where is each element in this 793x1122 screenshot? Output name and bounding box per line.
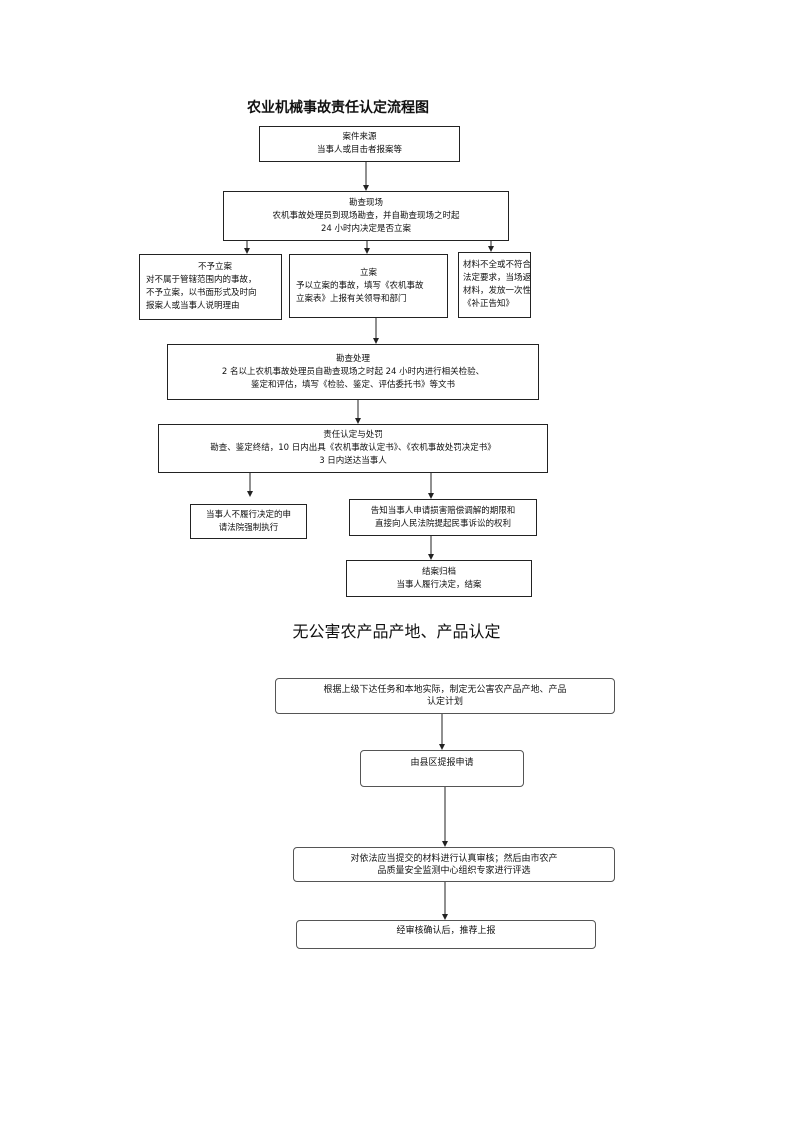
incomplete-materials-text-3: 材料，发放一次性 — [463, 286, 531, 296]
file-case-text-1: 予以立案的事故，填写《农机事故 — [296, 280, 424, 291]
recommend-report-box: 经审核确认后，推荐上报 — [296, 920, 596, 949]
court-enforcement-text-1: 当事人不履行决定的申 — [205, 509, 291, 520]
site-inspection-heading: 勘查现场 — [348, 197, 383, 208]
file-case-heading: 立案 — [360, 267, 378, 278]
investigation-heading: 勘查处理 — [335, 353, 370, 364]
case-source-box: 案件来源 当事人或目击者报案等 — [259, 126, 460, 162]
file-case-text-2: 立案表》上报有关领导和部门 — [296, 293, 407, 304]
notify-rights-box: 告知当事人申请损害赔偿调解的期限和 直接向人民法院提起民事诉讼的权利 — [349, 499, 537, 536]
material-review-text-2: 品质量安全监测中心组织专家进行评选 — [377, 865, 531, 876]
case-closure-text: 当事人履行决定，结案 — [396, 579, 482, 590]
incomplete-materials-box: 材料不全或不符合 法定要求，当场返回 材料，发放一次性 《补正告知》 — [458, 252, 531, 318]
case-closure-box: 结案归档 当事人履行决定，结案 — [346, 560, 532, 597]
certification-title: 无公害农产品产地、产品认定 — [292, 622, 501, 641]
no-case-text-2: 不予立案，以书面形式及时向 — [146, 288, 257, 298]
determination-heading: 责任认定与处罚 — [323, 430, 383, 440]
responsibility-determination-box: 责任认定与处罚 勘查、鉴定终结，10 日内出具《农机事故认定书》、《农机事故处罚… — [158, 424, 548, 473]
county-application-box: 由县区提报申请 — [360, 750, 524, 787]
certification-plan-box: 根据上级下达任务和本地实际，制定无公害农产品产地、产品 认定计划 — [275, 678, 615, 714]
material-review-box: 对依法应当提交的材料进行认真审核；然后由市农产 品质量安全监测中心组织专家进行评… — [293, 847, 615, 882]
case-source-text: 当事人或目击者报案等 — [316, 145, 402, 155]
site-inspection-text-2: 24 小时内决定是否立案 — [320, 223, 412, 234]
file-case-box: 立案 予以立案的事故，填写《农机事故 立案表》上报有关领导和部门 — [289, 254, 448, 318]
court-enforcement-box: 当事人不履行决定的申 请法院强制执行 — [190, 504, 307, 539]
certification-plan-text-2: 认定计划 — [426, 697, 463, 707]
flowchart-title: 农业机械事故责任认定流程图 — [247, 100, 429, 116]
no-case-text-1: 对不属于管辖范围内的事故， — [146, 275, 257, 285]
no-case-box: 不予立案 对不属于管辖范围内的事故， 不予立案，以书面形式及时向 报案人或当事人… — [139, 254, 282, 320]
incomplete-materials-text-2: 法定要求，当场返回 — [463, 273, 531, 283]
no-case-text-3: 报案人或当事人说明理由 — [146, 301, 240, 311]
material-review-text-1: 对依法应当提交的材料进行认真审核；然后由市农产 — [350, 853, 558, 864]
investigation-text-2: 鉴定和评估，填写《检验、鉴定、评估委托书》等文书 — [250, 379, 455, 390]
site-inspection-text-1: 农机事故处理员到现场勘查，并自勘查现场之时起 — [272, 210, 460, 221]
case-source-heading: 案件来源 — [342, 132, 377, 142]
determination-text-2: 3 日内送达当事人 — [319, 456, 387, 466]
incomplete-materials-text-1: 材料不全或不符合 — [463, 260, 531, 270]
investigation-text-1: 2 名以上农机事故处理员自勘查现场之时起 24 小时内进行相关检验、 — [221, 366, 485, 377]
notify-rights-text-1: 告知当事人申请损害赔偿调解的期限和 — [370, 505, 516, 516]
recommend-report-text: 经审核确认后，推荐上报 — [396, 926, 496, 936]
case-closure-heading: 结案归档 — [421, 566, 456, 577]
site-inspection-box: 勘查现场 农机事故处理员到现场勘查，并自勘查现场之时起 24 小时内决定是否立案 — [223, 191, 509, 241]
determination-text-1: 勘查、鉴定终结，10 日内出具《农机事故认定书》、《农机事故处罚决定书》 — [210, 443, 496, 453]
notify-rights-text-2: 直接向人民法院提起民事诉讼的权利 — [374, 518, 511, 529]
certification-plan-text-1: 根据上级下达任务和本地实际，制定无公害农产品产地、产品 — [323, 685, 567, 695]
incomplete-materials-text-4: 《补正告知》 — [463, 299, 515, 309]
no-case-heading: 不予立案 — [198, 262, 233, 272]
county-application-text: 由县区提报申请 — [410, 758, 474, 768]
investigation-box: 勘查处理 2 名以上农机事故处理员自勘查现场之时起 24 小时内进行相关检验、 … — [167, 344, 539, 400]
court-enforcement-text-2: 请法院强制执行 — [218, 522, 279, 533]
